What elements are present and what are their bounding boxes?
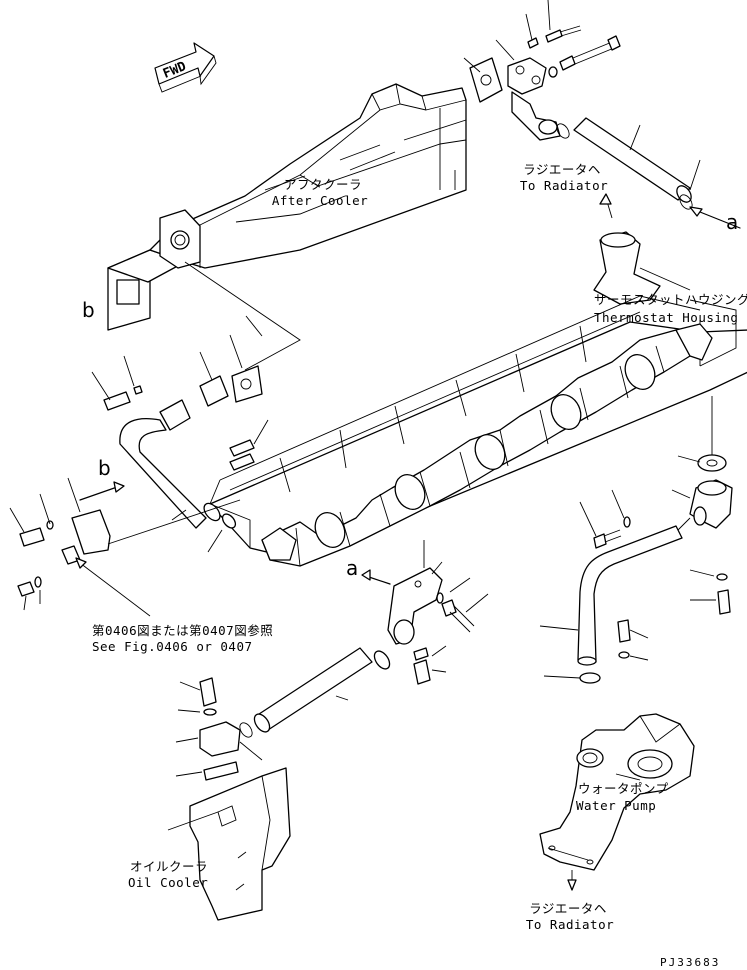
water-pump-label-jp: ウォータポンプ [578,781,669,796]
drawing-code: PJ33683 [660,956,721,969]
to-radiator-top-label-en: To Radiator [519,178,609,193]
see-figure-label-en: See Fig.0406 or 0407 [92,639,253,654]
thermostat-housing-label-en: Thermostat Housing [594,310,739,325]
ref-a-middle: a [346,556,359,580]
top-radiator-pipe-part [556,117,741,229]
ref-b-bracket: b [98,456,111,480]
to-radiator-bottom-label-en: To Radiator [525,917,615,932]
ref-a-top: a [726,210,739,234]
forward-arrow-icon [154,42,217,93]
water-pump-label-en: Water Pump [576,798,657,813]
to-radiator-bottom-label-jp: ラジエータヘ [529,901,607,916]
oil-cooler-part [167,677,291,921]
bracket-b-part [9,477,241,617]
water-pump-part [539,713,695,891]
after-cooler-label-en: After Cooler [271,193,369,208]
water-pump-pipe-part [539,525,683,684]
left-hose-part [91,315,269,553]
oil-cooler-label-en: Oil Cooler [128,875,209,890]
manifold-row-part [261,323,713,567]
thermostat-housing-part [593,231,691,305]
water-pump-inlet-elbow-part [579,396,733,615]
see-figure-label-jp: 第0406図または第0407図参照 [92,623,274,638]
thermostat-housing-label-jp: サーモスタットハウジング [594,292,747,307]
top-outlet-elbow-part [463,0,621,141]
middle-outlet-elbow-part [361,540,489,685]
to-radiator-top-label-jp: ラジエータヘ [523,162,601,177]
after-cooler-part [107,83,467,371]
oil-cooler-label-jp: オイルクーラ [130,859,209,874]
after-cooler-label-jp: アフタクーラ [283,177,362,192]
ref-b-left: b [82,298,95,322]
middle-radiator-pipe-part [239,647,391,761]
